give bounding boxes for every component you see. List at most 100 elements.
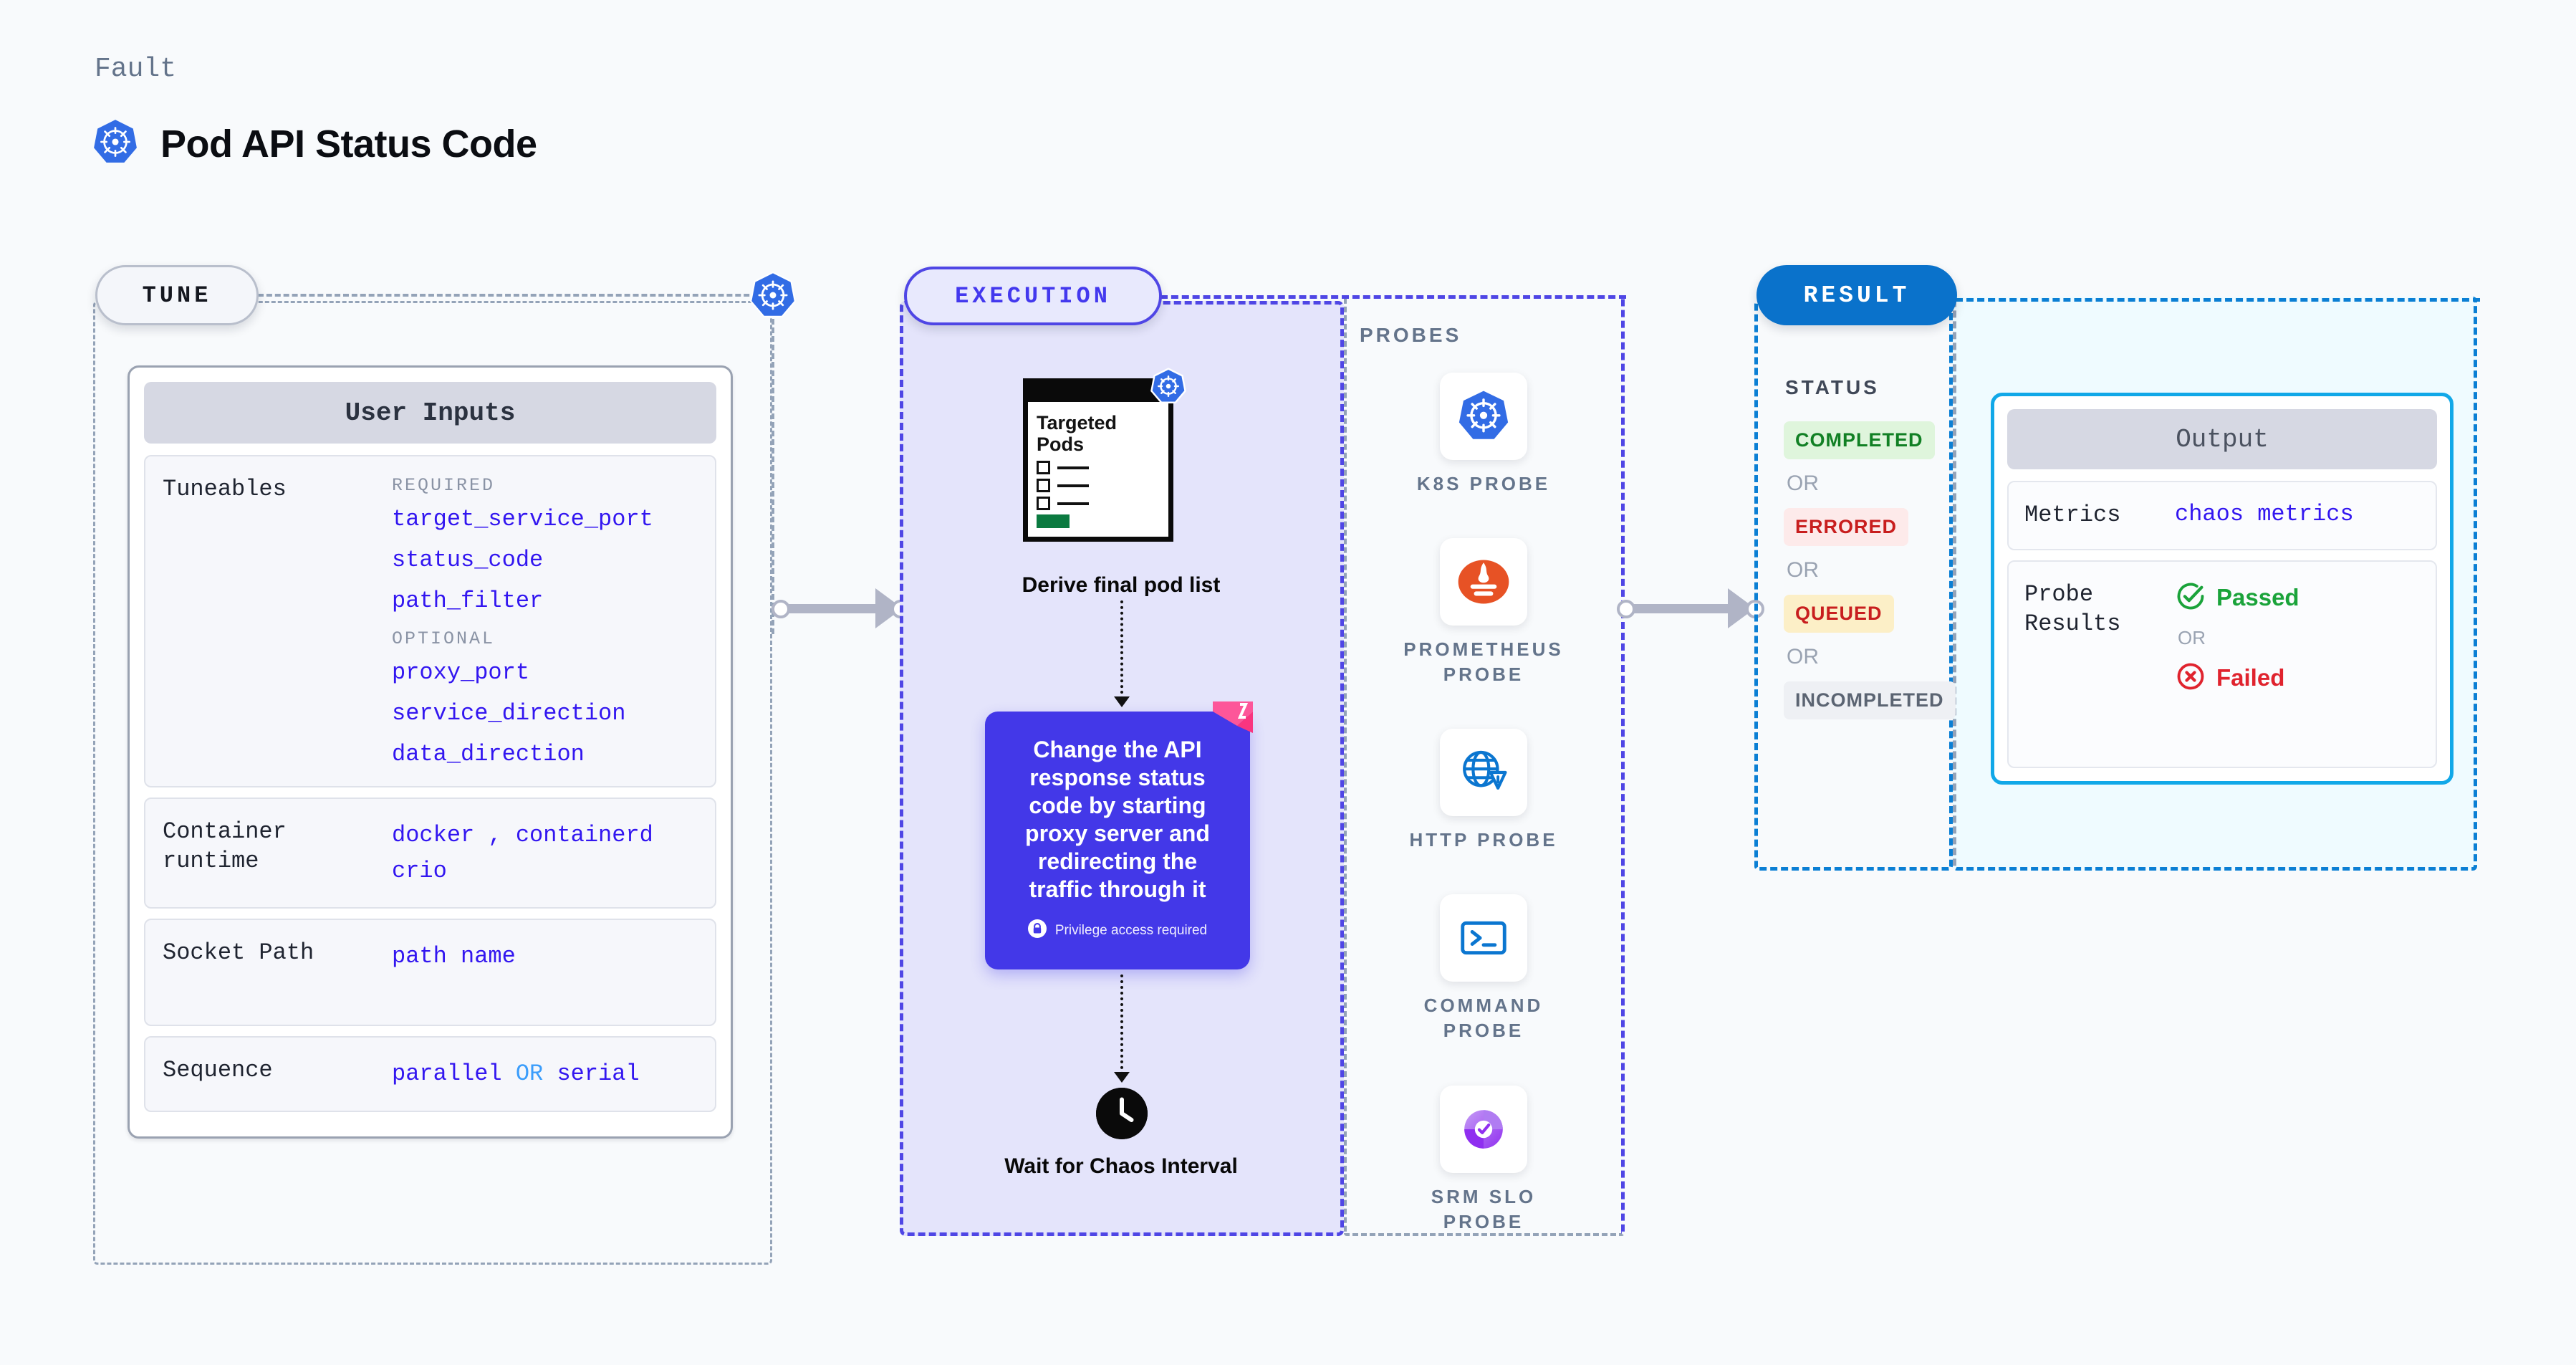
flow-arrow-line [1120,600,1123,699]
derive-final-pod-list-label: Derive final pod list [1022,573,1221,597]
execution-badge[interactable]: EXECUTION [904,267,1162,325]
tuneable-data-direction[interactable]: data_direction [392,741,585,767]
socket-path-value[interactable]: path name [392,943,516,970]
probe-item-http[interactable]: HTTP PROBE [1390,729,1577,853]
probes-list: K8S PROBE PROMETHEUS PROBE [1390,373,1577,1276]
probe-label: HTTP PROBE [1409,829,1558,851]
result-badge[interactable]: RESULT [1756,265,1957,325]
tuneable-status-code[interactable]: status_code [392,547,544,573]
probe-label: PROMETHEUS PROBE [1403,638,1564,686]
container-runtime-label: Container runtime [163,818,287,874]
socket-path-label: Socket Path [163,939,314,967]
status-badge-completed: COMPLETED [1784,421,1935,459]
sequence-values: parallel OR serial [392,1056,698,1092]
list-item [1037,497,1160,511]
probe-item-srm-slo[interactable]: SRM SLO PROBE [1390,1085,1577,1235]
status-list: COMPLETED OR ERRORED OR QUEUED OR INCOMP… [1784,421,1956,719]
status-badge-queued: QUEUED [1784,595,1894,633]
kubernetes-icon [1150,368,1187,405]
sequence-parallel[interactable]: parallel [392,1060,502,1088]
targeted-pods-title: Targeted Pods [1037,412,1118,456]
targeted-pods-wrapper: Targeted Pods [1023,368,1191,542]
x-circle-icon [2175,661,2206,696]
clock-icon [1096,1088,1148,1139]
status-title: STATUS [1785,376,1880,398]
connector-dot-start [1617,600,1635,618]
passed-label: Passed [2216,584,2299,611]
optional-group-label: OPTIONAL [392,628,496,649]
probe-item-k8s[interactable]: K8S PROBE [1390,373,1577,497]
check-circle-icon [2175,580,2206,616]
tuneables-label: Tuneables [163,476,287,502]
output-header: Output [2007,409,2437,469]
sequence-serial[interactable]: serial [557,1060,640,1088]
table-row: Socket Path path name [144,919,716,1027]
status-badge-incompleted: INCOMPLETED [1784,681,1956,719]
progress-bar [1037,514,1070,529]
tune-node-vertical-line [772,319,774,634]
metrics-value[interactable]: chaos metrics [2175,501,2354,527]
harness-ribbon-icon [1208,701,1253,742]
tuneable-service-direction[interactable]: service_direction [392,700,626,727]
list-item [1037,461,1160,475]
socket-path-values: path name [392,939,698,1006]
wait-for-chaos-interval-label: Wait for Chaos Interval [1004,1154,1238,1178]
probe-result-passed: Passed [2175,580,2420,616]
execution-dashed-connector [1160,295,1626,299]
table-row: Metrics chaos metrics [2007,481,2437,550]
list-item [1037,479,1160,493]
list-dash [1057,484,1089,487]
sequence-label: Sequence [163,1057,273,1084]
tune-badge[interactable]: TUNE [95,265,259,325]
user-inputs-card: User Inputs Tuneables REQUIRED target_se… [128,365,733,1139]
kubernetes-icon [1440,373,1527,460]
fault-eyebrow-label: Fault [95,54,177,85]
probe-results-values: Passed OR Failed [2175,580,2420,748]
probe-item-command[interactable]: COMMAND PROBE [1390,894,1577,1043]
output-card: Output Metrics chaos metrics Probe Resul… [1991,393,2454,785]
status-badge-errored: ERRORED [1784,508,1909,546]
tune-panel [93,301,772,1265]
runtime-containerd[interactable]: containerd [515,822,653,848]
sequence-conjunction: OR [515,1060,544,1088]
prometheus-icon [1440,538,1527,626]
tuneable-path-filter[interactable]: path_filter [392,588,544,614]
checkbox-icon [1037,497,1050,511]
failed-label: Failed [2216,664,2285,691]
connector-dot-start [772,600,790,618]
privilege-note-text: Privilege access required [1054,922,1208,938]
globe-warning-icon [1440,729,1527,817]
flow-arrow-head [1114,1072,1130,1083]
tuneables-values: REQUIRED target_service_port status_code… [392,475,698,767]
runtime-docker[interactable]: docker [392,822,475,848]
container-runtime-values: docker , containerd crio [392,818,698,889]
status-or-label: OR [1787,558,1819,582]
targeted-pods-titlebar [1028,383,1168,402]
tuneable-target-service-port[interactable]: target_service_port [392,506,653,532]
table-row: Probe Results Passed OR [2007,560,2437,768]
targeted-pods-card: Targeted Pods [1023,368,1186,542]
flow-arrow-head [1114,696,1130,707]
probes-title: PROBES [1360,324,1462,346]
terminal-icon [1440,894,1527,982]
table-row: Tuneables REQUIRED target_service_port s… [144,455,716,787]
probe-label: COMMAND PROBE [1423,995,1544,1042]
probe-item-prometheus[interactable]: PROMETHEUS PROBE [1390,538,1577,687]
action-card[interactable]: Change the API response status code by s… [985,701,1253,969]
action-card-text: Change the API response status code by s… [1025,737,1210,903]
kubernetes-icon [92,118,139,169]
flow-arrow-line [1120,974,1123,1075]
page-title: Pod API Status Code [160,122,537,166]
tune-dashed-connector [258,294,766,297]
runtime-separator: , [488,822,502,848]
tuneable-proxy-port[interactable]: proxy_port [392,659,530,686]
probe-results-label: Probe Results [2024,580,2121,637]
required-group-label: REQUIRED [392,475,496,496]
kubernetes-icon [749,271,797,320]
runtime-crio[interactable]: crio [392,857,447,884]
metrics-label: Metrics [2024,502,2121,528]
list-dash [1057,502,1089,505]
probe-label: SRM SLO PROBE [1431,1185,1537,1232]
table-row: Sequence parallel OR serial [144,1036,716,1112]
probe-result-failed: Failed [2175,661,2420,696]
